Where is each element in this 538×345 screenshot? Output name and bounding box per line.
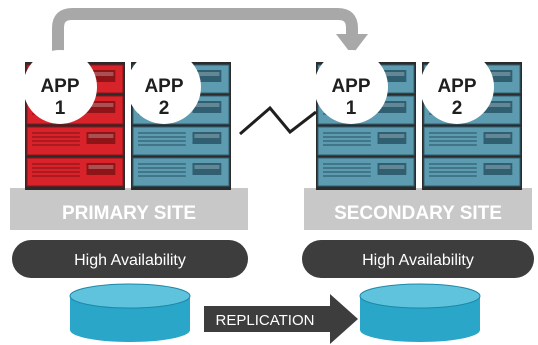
failover-arrow-icon — [52, 8, 368, 62]
network-link-icon — [239, 105, 317, 136]
high-availability-label: High Availability — [362, 252, 474, 269]
primary-high-availability-pill: High Availability — [12, 240, 248, 278]
server-unit — [132, 126, 230, 156]
app-badge-top-label: APP — [144, 76, 183, 97]
secondary-storage-disk-icon — [359, 283, 481, 342]
secondary-app1-badge: APP 1 — [314, 50, 388, 124]
app-badge-top-label: APP — [331, 76, 370, 97]
primary-app2-badge: APP 2 — [127, 50, 201, 124]
app-badge-bottom-label: 2 — [452, 98, 463, 119]
server-unit — [132, 157, 230, 187]
secondary-app2-badge: APP 2 — [420, 50, 494, 124]
primary-app2-server-rack — [131, 62, 231, 190]
secondary-app1-server-rack — [316, 62, 416, 190]
secondary-site-platform — [304, 188, 532, 230]
replication-arrow-icon: REPLICATION — [204, 294, 358, 344]
secondary-high-availability-pill: High Availability — [302, 240, 534, 278]
app-badge-bottom-label: 1 — [346, 98, 357, 119]
server-unit — [26, 126, 124, 156]
replication-label: REPLICATION — [216, 312, 315, 329]
secondary-site-label: SECONDARY SITE — [334, 203, 502, 224]
server-unit — [26, 157, 124, 187]
high-availability-label: High Availability — [74, 252, 186, 269]
primary-storage-disk-icon — [69, 283, 191, 342]
app-badge-top-label: APP — [40, 76, 79, 97]
primary-site-platform — [10, 188, 248, 230]
server-unit — [317, 126, 415, 156]
app-badge-bottom-label: 1 — [55, 98, 66, 119]
primary-site-label: PRIMARY SITE — [62, 203, 196, 224]
server-unit — [317, 157, 415, 187]
primary-app1-badge: APP 1 — [23, 50, 97, 124]
server-unit — [423, 157, 521, 187]
app-badge-bottom-label: 2 — [159, 98, 170, 119]
app-badge-top-label: APP — [437, 76, 476, 97]
server-unit — [423, 126, 521, 156]
